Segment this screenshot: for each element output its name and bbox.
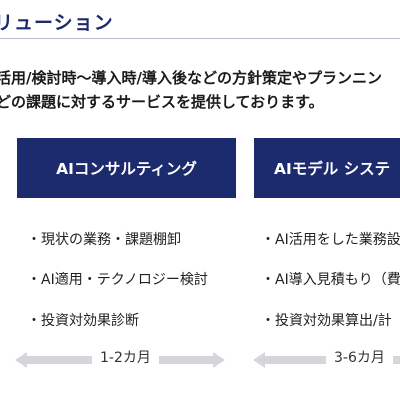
service-1-item-2: ・AI適用・テクノロジー検討	[27, 272, 208, 288]
service-1-duration: 1-2カ月	[92, 347, 159, 367]
intro-line-2: どの課題に対するサービスを提供しております。	[0, 93, 324, 111]
service-button-ai-model-system[interactable]: AIモデル システ	[254, 138, 400, 198]
service-2-duration: 3-6カ月	[326, 347, 393, 367]
section-title: リューション	[0, 12, 114, 34]
service-1-item-3: ・投資対効果診断	[27, 313, 139, 329]
title-divider	[0, 38, 400, 39]
service-button-ai-consulting[interactable]: AIコンサルティング	[17, 138, 236, 198]
service-1-item-1: ・現状の業務・課題棚卸	[27, 232, 181, 248]
service-2-item-2: ・AI導入見積もり（費	[261, 272, 400, 288]
intro-text: 活用/検討時〜導入時/導入後などの方針策定やプランニン どの課題に対するサービス…	[0, 66, 382, 114]
service-2-item-1: ・AI活用をした業務設	[261, 232, 400, 248]
service-2-item-3: ・投資対効果算出/計	[261, 313, 392, 329]
intro-line-1: 活用/検討時〜導入時/導入後などの方針策定やプランニン	[0, 69, 382, 87]
